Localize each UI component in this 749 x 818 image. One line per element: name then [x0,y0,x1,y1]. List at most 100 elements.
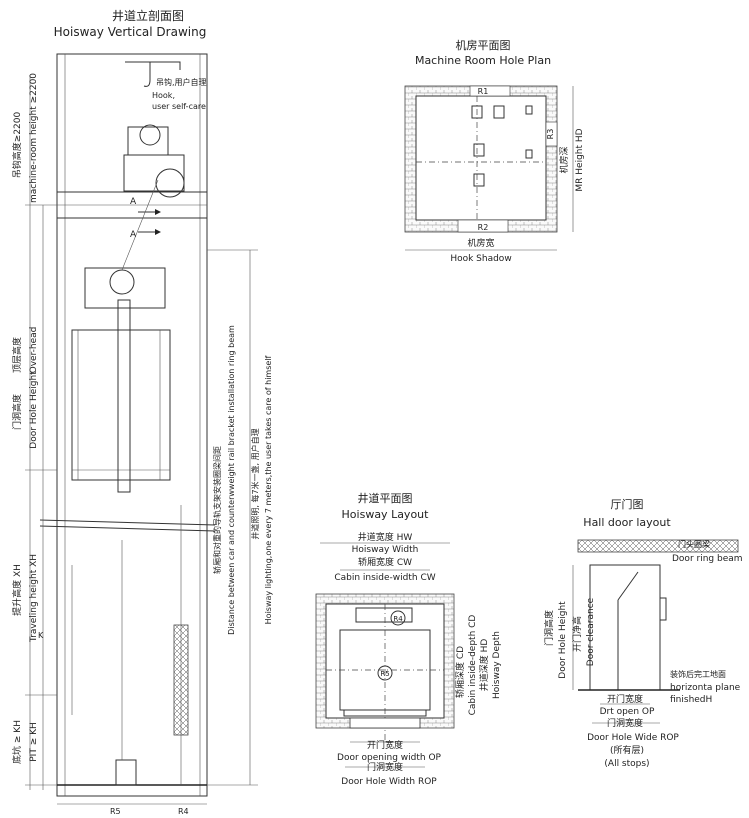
mr-width-en: Hook Shadow [450,254,511,264]
mr-width-cn: 机房宽 [467,237,494,249]
travel-height-en: Traveling height XH [29,554,39,643]
rail-spacing-cn: 轿厢和对重的导轨支架安装圈梁间距 [212,446,222,574]
stops-en: (All stops) [604,759,649,769]
k-label: K [38,631,44,640]
clearance-cn: 开门净高 [571,616,583,652]
mr-height-cn: 吊钩高度≥2200 [11,112,23,179]
hook-icon [125,61,181,87]
hw-en: Hoisway Width [352,545,419,555]
finish-en2: finishedH [670,695,712,705]
pit-cn: 底坑 ≥ KH [11,720,23,764]
car-top-frame [84,267,166,309]
vertical-title-cn: 井道立剖面图 [112,8,184,23]
r1-opening [469,85,511,97]
finish-en1: horizonta plane [670,683,741,693]
door-height-cn: 门洞高度 [11,394,23,430]
layout-title-en: Hoisway Layout [342,508,430,521]
hall-op-cn: 开门宽度 [607,693,643,705]
hook-label-cn: 吊钩,用户自理 [156,77,207,87]
diverter-sheave-icon [155,168,185,198]
mr-title-cn: 机房平面图 [456,38,511,52]
stops-cn: (所有层) [610,744,644,756]
r3-label: R3 [546,129,555,140]
layout-counterweight [355,607,413,623]
pit-en: PIT ≥ KH [29,722,39,762]
mr-hole-1 [471,105,483,119]
r4-marker-icon [390,610,406,626]
hall-door-layout: 厅门图 Hall door layout 门头圈梁 Door ring beam… [543,497,743,769]
section-a-lower: A [130,230,137,240]
hall-op-en: Drt open OP [600,707,655,717]
vertical-drawing: 井道立剖面图 Hoisway Vertical Drawing 吊钩,用户自理 … [11,8,273,816]
car-cabin [71,329,171,481]
counterweight-rail [117,299,131,493]
mr-title-en: Machine Room Hole Plan [415,54,551,67]
rope-line [121,179,159,271]
cw-cn: 轿厢宽度 CW [358,556,412,568]
hd-cn: 井道深度 HD [478,639,490,692]
break-line-top [39,519,216,526]
layout-door-sill [343,709,427,717]
r2-label: R2 [478,223,489,232]
machine-base [123,154,185,192]
mr-hole-2 [493,105,505,119]
r4-label: R4 [178,807,189,816]
hall-rop-en: Door Hole Wide ROP [587,733,679,743]
rop-en: Door Hole Width ROP [341,777,437,787]
lighting-en: Hoisway lighting,one every 7 meters,the … [264,355,273,624]
call-button-panel [659,597,667,621]
overhead-en: Over-head [29,327,39,374]
cw-en: Cabin inside-width CW [334,573,435,583]
machine-room-plan: 机房平面图 Machine Room Hole Plan R1 R2 R3 机房… [404,38,585,264]
rop-cn: 门洞宽度 [367,761,403,773]
mr-hole-3 [473,143,485,157]
hall-rop-cn: 门洞宽度 [607,717,643,729]
overhead-cn: 顶层高度 [11,337,23,373]
buffer-left [115,759,137,786]
r2-opening [457,219,509,233]
hall-title-en: Hall door layout [583,516,671,529]
section-a-upper: A [130,197,137,207]
travel-height-cn: 提升高度 XH [11,564,23,616]
traction-sheave-icon [139,124,161,146]
hd-en: Hoisway Depth [492,631,502,699]
hall-height-en: Door Hole Height [558,601,568,679]
traction-machine [127,126,169,156]
beam-cn: 门头圈梁 [678,539,710,549]
hall-height-cn: 门洞高度 [543,610,555,646]
op-en: Door opening width OP [337,753,441,763]
hall-door-leaf [617,571,639,601]
r5-label: R5 [110,807,121,816]
rail-spacing-en: Distance between car and counterwweight … [227,325,236,635]
cd-cn: 轿厢深度 CD [454,646,466,698]
layout-title-cn: 井道平面图 [358,491,413,505]
hoisway-layout: 井道平面图 Hoisway Layout 井道宽度 HW Hoisway Wid… [315,491,502,787]
beam-en: Door ring beam [672,554,743,564]
op-cn: 开门宽度 [367,739,403,751]
mr-hole-4 [473,173,485,187]
mr-socket [525,149,533,159]
shaft-outline [56,53,208,797]
door-height-en: Door Hole Height [29,371,39,449]
clearance-en: Door clearance [586,597,596,666]
hook-label-en1: Hook, [152,91,175,100]
cd-en: Cabin inside-depth CD [468,615,478,716]
hw-cn: 井道宽度 HW [358,531,413,543]
finish-cn: 装饰后完工地面 [670,669,726,679]
hall-door-frame [589,564,661,691]
car-sheave-icon [109,269,135,295]
hook-label-en2: user self-care [152,102,206,111]
lighting-cn: 井道照明, 每7米一盏, 用户自理 [250,428,260,539]
r3-opening [545,121,558,147]
mr-depth-en: MR Height HD [575,128,585,191]
door-ring-beam [577,539,739,553]
layout-r4: R4 [393,615,403,623]
vertical-title-en: Hoisway Vertical Drawing [54,25,207,39]
r1-label: R1 [478,87,489,96]
hall-title-cn: 厅门图 [611,497,644,511]
layout-door-opening [349,717,421,729]
mr-height-en: machine-room height ≥2200 [29,73,39,203]
mr-depth-cn: 机房深 [558,146,570,173]
break-line-bottom [39,525,216,532]
